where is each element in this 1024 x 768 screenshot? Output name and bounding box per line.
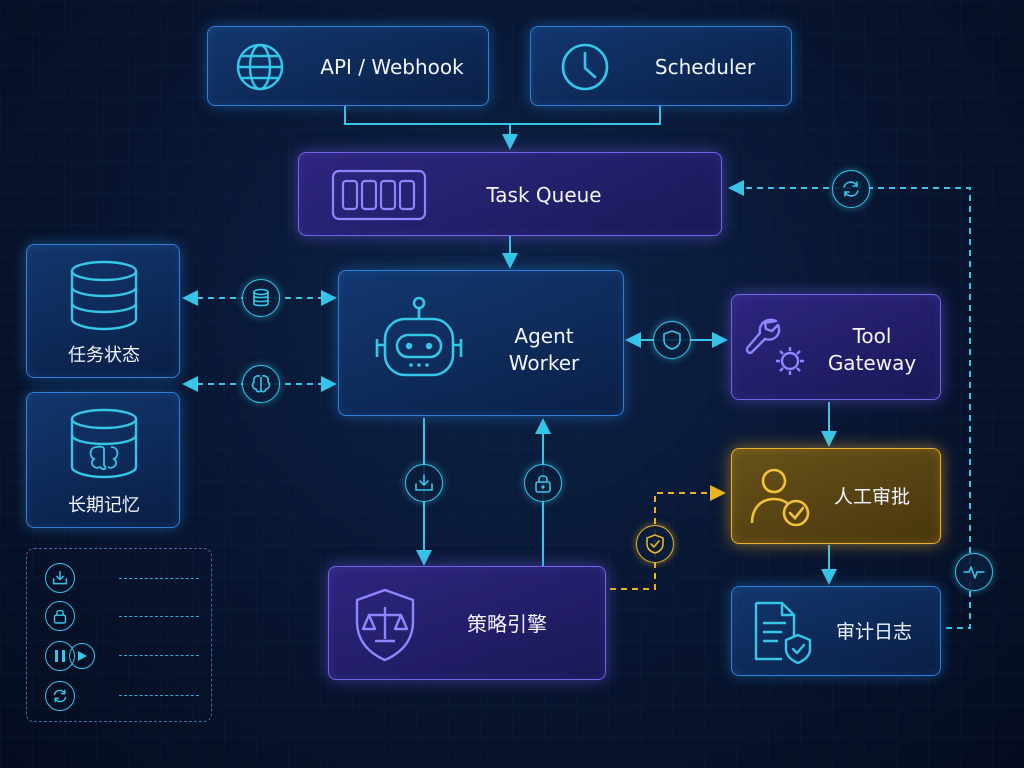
document-shield-icon — [754, 601, 812, 665]
legend-row-refresh — [45, 679, 75, 713]
lock-icon — [535, 475, 551, 493]
api-webhook-label: API / Webhook — [320, 55, 464, 79]
database-brain-icon — [70, 408, 138, 479]
lock-badge — [524, 464, 562, 502]
legend-line-lock — [119, 616, 199, 617]
legend — [26, 548, 212, 722]
shield-badge — [653, 321, 691, 359]
legend-line-refresh — [119, 695, 199, 696]
edge-audit-loop — [728, 180, 971, 629]
policy-engine-label: 策略引擎 — [467, 612, 547, 636]
brain-badge — [242, 365, 280, 403]
play-icon — [69, 643, 95, 669]
legend-line-download — [119, 578, 199, 579]
scheduler-label: Scheduler — [654, 55, 756, 79]
database-icon — [253, 288, 269, 307]
brain-icon — [251, 375, 271, 393]
scheduler-node[interactable]: Scheduler — [530, 26, 792, 106]
download-tray-icon — [45, 563, 75, 593]
human-approval-label: 人工审批 — [833, 486, 910, 508]
shield-check-badge — [636, 525, 674, 563]
wrench-gear-icon — [745, 318, 804, 375]
shield-icon — [663, 330, 681, 350]
tool-gateway-node[interactable]: Tool Gateway — [731, 294, 941, 400]
robot-icon — [375, 296, 463, 377]
shield-scales-icon — [355, 588, 415, 662]
long-term-memory-label: 长期记忆 — [68, 495, 140, 516]
policy-engine-node[interactable]: 策略引擎 — [328, 566, 606, 680]
refresh-icon — [843, 181, 859, 197]
globe-icon — [236, 43, 284, 91]
legend-row-pause-play — [45, 639, 95, 673]
agent-worker-label-line2: Worker — [508, 351, 580, 375]
task-state-node[interactable]: 任务状态 — [26, 244, 180, 378]
agent-worker-node[interactable]: Agent Worker — [338, 270, 624, 416]
legend-row-download — [45, 561, 75, 595]
long-term-memory-node[interactable]: 长期记忆 — [26, 392, 180, 528]
database-icon — [70, 260, 138, 331]
task-queue-node[interactable]: Task Queue — [298, 152, 722, 236]
lock-icon — [45, 601, 75, 631]
audit-log-label: 审计日志 — [835, 621, 912, 643]
tool-gateway-label-line2: Gateway — [827, 351, 917, 375]
task-state-label: 任务状态 — [68, 345, 140, 366]
tool-gateway-label-line1: Tool — [852, 324, 892, 348]
audit-log-node[interactable]: 审计日志 — [731, 586, 941, 676]
edge-api-to-queue — [344, 106, 518, 150]
agent-worker-label-line1: Agent — [514, 324, 574, 348]
legend-row-lock — [45, 599, 75, 633]
edge-scheduler-to-queue — [510, 106, 661, 125]
database-badge — [242, 279, 280, 317]
api-webhook-node[interactable]: API / Webhook — [207, 26, 489, 106]
refresh-icon — [45, 681, 75, 711]
download-badge — [405, 464, 443, 502]
pulse-icon — [963, 566, 985, 579]
download-tray-icon — [415, 474, 433, 491]
clock-icon — [561, 43, 609, 91]
human-approval-node[interactable]: 人工审批 — [731, 448, 941, 544]
pulse-badge — [955, 553, 993, 591]
refresh-badge — [832, 170, 870, 208]
legend-line-pause-play — [119, 655, 199, 656]
task-queue-label: Task Queue — [486, 183, 602, 207]
user-check-icon — [750, 468, 810, 527]
queue-slots-icon — [331, 169, 427, 221]
shield-check-icon — [646, 534, 664, 554]
